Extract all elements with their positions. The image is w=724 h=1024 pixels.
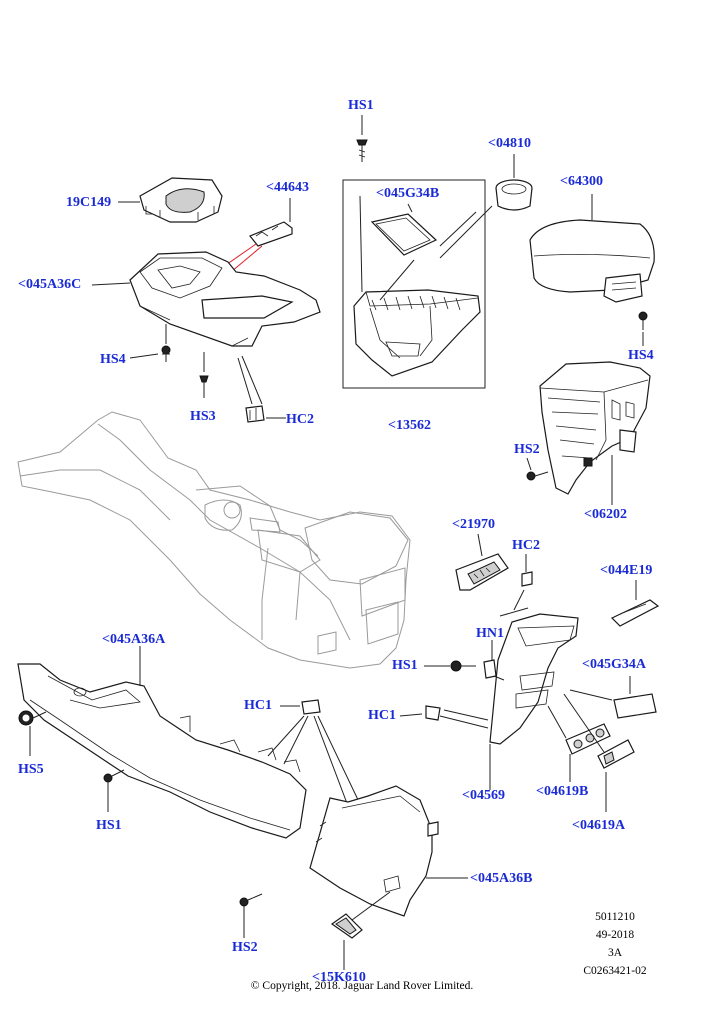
hc2-mid-clip	[521, 554, 533, 587]
label-hc1-left: HC1	[244, 698, 272, 713]
label-045g34b: <045G34B	[376, 186, 440, 201]
reference-code: C0263421-02	[583, 965, 647, 977]
label-hs2-right: HS2	[514, 442, 540, 457]
label-hs5: HS5	[18, 762, 44, 777]
storage-bin-box	[342, 179, 493, 389]
label-04619a: <04619A	[572, 818, 626, 833]
hs1-mid-screw	[424, 660, 476, 672]
label-hs4-left: HS4	[100, 352, 126, 367]
label-hs1-bottom: HS1	[96, 818, 122, 833]
lower-left-panel	[17, 646, 307, 839]
copyright-notice: © Copyright, 2018. Jaguar Land Rover Lim…	[250, 980, 474, 992]
label-06202: <06202	[584, 507, 627, 522]
label-045g34a: <045G34A	[582, 657, 646, 672]
label-04569: <04569	[462, 788, 505, 803]
label-hc2-top: HC2	[286, 412, 314, 427]
label-04619b: <04619B	[536, 784, 589, 799]
switch-04619a	[563, 693, 635, 812]
hs3-screw	[199, 352, 209, 398]
label-044e19: <044E19	[600, 563, 653, 578]
hs1-bottom-screw	[103, 769, 125, 812]
label-045a36a: <045A36A	[102, 632, 166, 647]
label-13562: <13562	[388, 418, 431, 433]
label-045a36c: <045A36C	[18, 277, 82, 292]
label-hc2-mid: HC2	[512, 538, 540, 553]
switch-pack-04619b	[547, 705, 611, 782]
armrest-lid	[529, 194, 655, 303]
console-top-panel	[91, 251, 321, 347]
trim-15k610	[330, 891, 391, 970]
hs2-bottom-screw	[239, 893, 263, 938]
label-hc1-right: HC1	[368, 708, 396, 723]
label-19c149: 19C149	[66, 195, 112, 210]
armrest-bin-frame	[539, 361, 651, 505]
reference-date: 49-2018	[595, 929, 635, 941]
hs2-right-screw	[526, 457, 549, 481]
label-hn1: HN1	[476, 626, 504, 641]
console-side-panel	[489, 589, 579, 790]
hs1-top-screw	[356, 115, 368, 162]
hc1-left-clip	[267, 699, 361, 807]
label-hs3: HS3	[190, 409, 216, 424]
shifter-bezel	[118, 177, 223, 223]
cup-holder-insert	[495, 154, 533, 211]
label-045a36b: <045A36B	[470, 871, 533, 886]
label-15k610: <15K610	[312, 970, 366, 985]
hs4-right-screw	[638, 311, 648, 346]
hc2-top-clip	[237, 355, 286, 423]
hs5-push-clip	[18, 710, 47, 756]
trim-strip-044e19	[610, 580, 660, 627]
label-hs2-bottom: HS2	[232, 940, 258, 955]
label-44643: <44643	[266, 180, 309, 195]
reference-revision: 3A	[607, 947, 623, 959]
label-hs1-top: HS1	[348, 98, 374, 113]
label-21970: <21970	[452, 517, 495, 532]
label-hs1-mid: HS1	[392, 658, 418, 673]
ghost-console-outline	[17, 411, 411, 669]
label-hs4-right: HS4	[628, 348, 654, 363]
hn1-nut	[483, 640, 505, 681]
hs4-left-screw	[129, 324, 171, 362]
label-04810: <04810	[488, 136, 531, 151]
label-64300: <64300	[560, 174, 603, 189]
reference-number: 5011210	[595, 911, 635, 923]
hc1-right-clip	[399, 705, 489, 729]
lower-right-panel	[309, 785, 468, 917]
mat-045g34a	[569, 676, 657, 719]
switch-panel	[455, 533, 509, 591]
